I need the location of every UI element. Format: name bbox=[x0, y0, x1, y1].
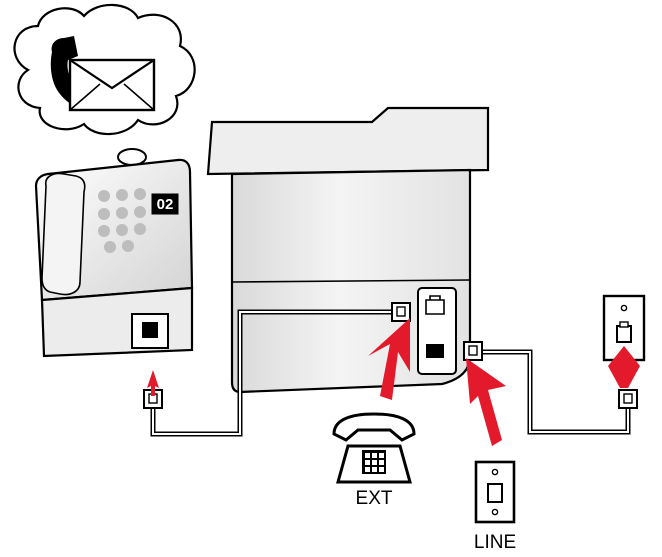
arrow-up-icon bbox=[466, 358, 506, 446]
phone-display-text: 02 bbox=[157, 196, 174, 213]
phone-keypad bbox=[98, 188, 146, 253]
arrow-up-icon bbox=[368, 318, 410, 400]
wall-jack-icon bbox=[474, 460, 516, 524]
printer-to-wall-cable bbox=[476, 349, 631, 435]
plug-wall bbox=[618, 389, 638, 409]
phone-handset bbox=[41, 172, 86, 296]
phone-display bbox=[151, 193, 179, 215]
phone-jack-socket bbox=[142, 322, 158, 338]
plug-ext bbox=[391, 302, 411, 322]
desk-phone-icon bbox=[332, 412, 416, 484]
arrow-up-icon bbox=[608, 346, 640, 388]
thought-bubble bbox=[13, 3, 196, 183]
plug-line bbox=[463, 341, 483, 361]
arrow-up-icon bbox=[147, 370, 159, 396]
envelope-icon bbox=[68, 58, 156, 112]
printer bbox=[206, 106, 490, 394]
ext-port-socket bbox=[425, 295, 445, 315]
line-port-socket bbox=[426, 344, 444, 358]
arrows bbox=[147, 318, 640, 446]
thought-dot-large bbox=[117, 148, 147, 166]
answering-phone: 02 bbox=[34, 158, 194, 358]
phone-front-base bbox=[40, 286, 194, 358]
ext-label: EXT bbox=[356, 488, 393, 509]
printer-top-cover bbox=[206, 106, 490, 176]
line-label: LINE bbox=[474, 532, 516, 553]
